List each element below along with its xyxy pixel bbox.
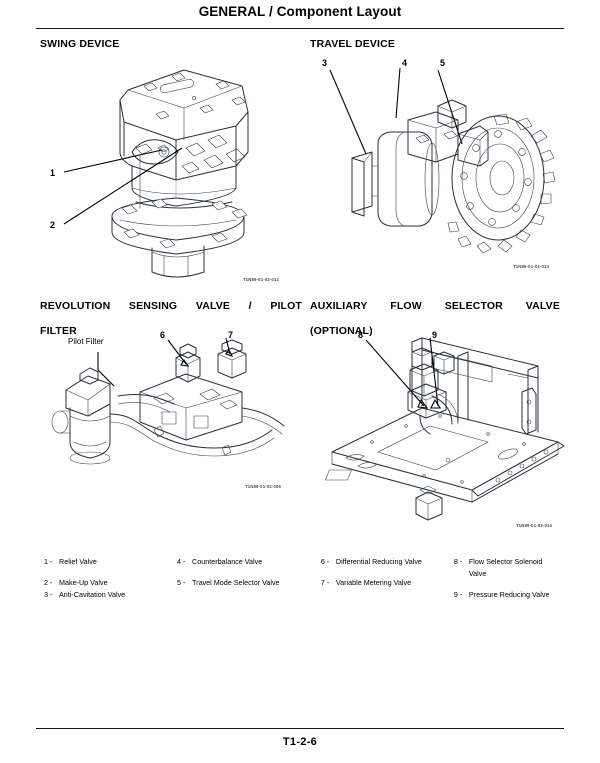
pilot-filter-annotation-leader <box>97 352 115 387</box>
component-legend: 1 - Relief Valve 2 - Make-Up Valve 3 - A… <box>44 556 560 600</box>
figure-code-swing-device: T1N89-01-02-012 <box>243 277 280 282</box>
legend-label-7: Variable Metering Valve <box>335 578 412 588</box>
revolution-sensing-valve-body <box>139 339 247 441</box>
section-title-revolution-sensing-valve: REVOLUTION SENSING VALVE / PILOT FILTER <box>40 300 302 338</box>
legend-column-3: 6 - Differential Reducing Valve 7 - Vari… <box>321 556 454 600</box>
section-title-revolution-line2: FILTER <box>40 325 77 337</box>
figure-auxiliary-flow-selector-valve: 8 9 <box>312 330 584 526</box>
callout-1: 1 <box>50 168 55 178</box>
section-title-revolution-line1: REVOLUTION SENSING VALVE / PILOT <box>40 300 302 312</box>
legend-item-2: 2 - Make-Up Valve <box>44 577 177 589</box>
legend-number-1: 1 - <box>44 557 53 566</box>
legend-label-5: Travel Mode Selector Valve <box>192 578 280 588</box>
callout-9: 9 <box>432 330 437 340</box>
section-title-auxiliary-line1: AUXILIARY FLOW SELECTOR VALVE <box>310 300 560 312</box>
header-divider <box>36 28 564 29</box>
legend-label-6: Differential Reducing Valve <box>335 557 422 566</box>
figure-code-revolution-sensing-valve: T1N89-01-02-006 <box>245 484 282 489</box>
legend-number-2: 2 - <box>44 578 53 588</box>
swing-motor-housing <box>111 69 249 278</box>
callout-8: 8 <box>358 330 363 340</box>
legend-column-4: 8 - Flow Selector Solenoid Valve 9 - Pre… <box>454 556 560 600</box>
swing-device-drawing: 1 2 <box>50 69 249 278</box>
legend-label-4: Counterbalance Valve <box>192 557 263 566</box>
figure-code-travel-device: T1N89-01-02-013 <box>513 264 550 269</box>
legend-label-2: Make-Up Valve <box>59 578 108 588</box>
pilot-filter-body <box>51 367 111 465</box>
page-header: GENERAL / Component Layout <box>0 0 600 30</box>
figure-swing-device: 1 2 <box>36 56 308 284</box>
legend-column-1: 1 - Relief Valve 2 - Make-Up Valve 3 - A… <box>44 556 177 600</box>
legend-label-8: Flow Selector Solenoid Valve <box>468 557 543 578</box>
legend-label-3: Anti-Cavitation Valve <box>59 589 126 599</box>
legend-item-7: 7 - Variable Metering Valve <box>321 577 454 589</box>
front-lower-valve-block <box>415 485 443 521</box>
footer-divider <box>36 728 564 729</box>
flow-selector-valve-assembly <box>407 347 459 435</box>
section-title-swing-device: SWING DEVICE <box>40 38 120 50</box>
annotation-pilot-filter: Pilot Filter <box>68 337 104 346</box>
section-title-auxiliary-flow-selector-valve: AUXILIARY FLOW SELECTOR VALVE (OPTIONAL) <box>310 300 560 338</box>
legend-label-1: Relief Valve <box>59 557 97 566</box>
legend-column-2: 4 - Counterbalance Valve 5 - Travel Mode… <box>177 556 321 600</box>
hydraulic-hoses <box>109 393 285 457</box>
swing-callout-leaders <box>63 147 183 225</box>
travel-callout-leaders <box>329 67 463 155</box>
figure-revolution-sensing-valve: Pilot Filter 6 7 <box>36 330 308 490</box>
legend-item-6: 6 - Differential Reducing Valve <box>321 556 454 568</box>
legend-number-4: 4 - <box>177 557 186 566</box>
legend-item-4: 4 - Counterbalance Valve <box>177 556 321 568</box>
figure-code-auxiliary-flow-selector-valve: T1N89-01-02-014 <box>516 523 553 528</box>
machine-base-frame <box>325 337 565 503</box>
callout-2: 2 <box>50 220 55 230</box>
legend-number-6: 6 - <box>320 557 330 566</box>
legend-number-8: 8 - <box>453 557 463 566</box>
callout-5: 5 <box>440 58 445 68</box>
travel-motor-assembly <box>351 99 556 254</box>
page-title: GENERAL / Component Layout <box>198 4 402 19</box>
legend-number-3: 3 - <box>44 589 53 599</box>
figure-travel-device: 3 4 5 <box>312 56 580 284</box>
legend-number-5: 5 - <box>177 578 186 588</box>
revolution-callout-leaders <box>167 337 234 367</box>
legend-item-9: 9 - Pressure Reducing Valve <box>454 589 560 601</box>
auxiliary-callout-leaders <box>365 337 441 409</box>
footer-page-number: T1-2-6 <box>282 736 318 748</box>
legend-item-5: 5 - Travel Mode Selector Valve <box>177 577 321 589</box>
revolution-sensing-valve-drawing: Pilot Filter 6 7 <box>51 330 285 465</box>
legend-item-1: 1 - Relief Valve <box>44 556 177 568</box>
section-title-travel-device: TRAVEL DEVICE <box>310 38 395 50</box>
auxiliary-flow-selector-valve-drawing: 8 9 <box>325 330 565 521</box>
callout-7: 7 <box>228 330 233 340</box>
section-title-auxiliary-line2: (OPTIONAL) <box>310 325 373 337</box>
callout-3: 3 <box>322 58 327 68</box>
callout-6: 6 <box>160 330 165 340</box>
legend-item-3: 3 - Anti-Cavitation Valve <box>44 589 177 601</box>
callout-4: 4 <box>402 58 407 68</box>
legend-label-9: Pressure Reducing Valve <box>468 589 550 599</box>
travel-device-drawing: 3 4 5 <box>322 58 556 254</box>
legend-number-7: 7 - <box>320 578 330 588</box>
legend-item-8: 8 - Flow Selector Solenoid Valve <box>454 556 560 579</box>
legend-number-9: 9 - <box>453 589 463 599</box>
